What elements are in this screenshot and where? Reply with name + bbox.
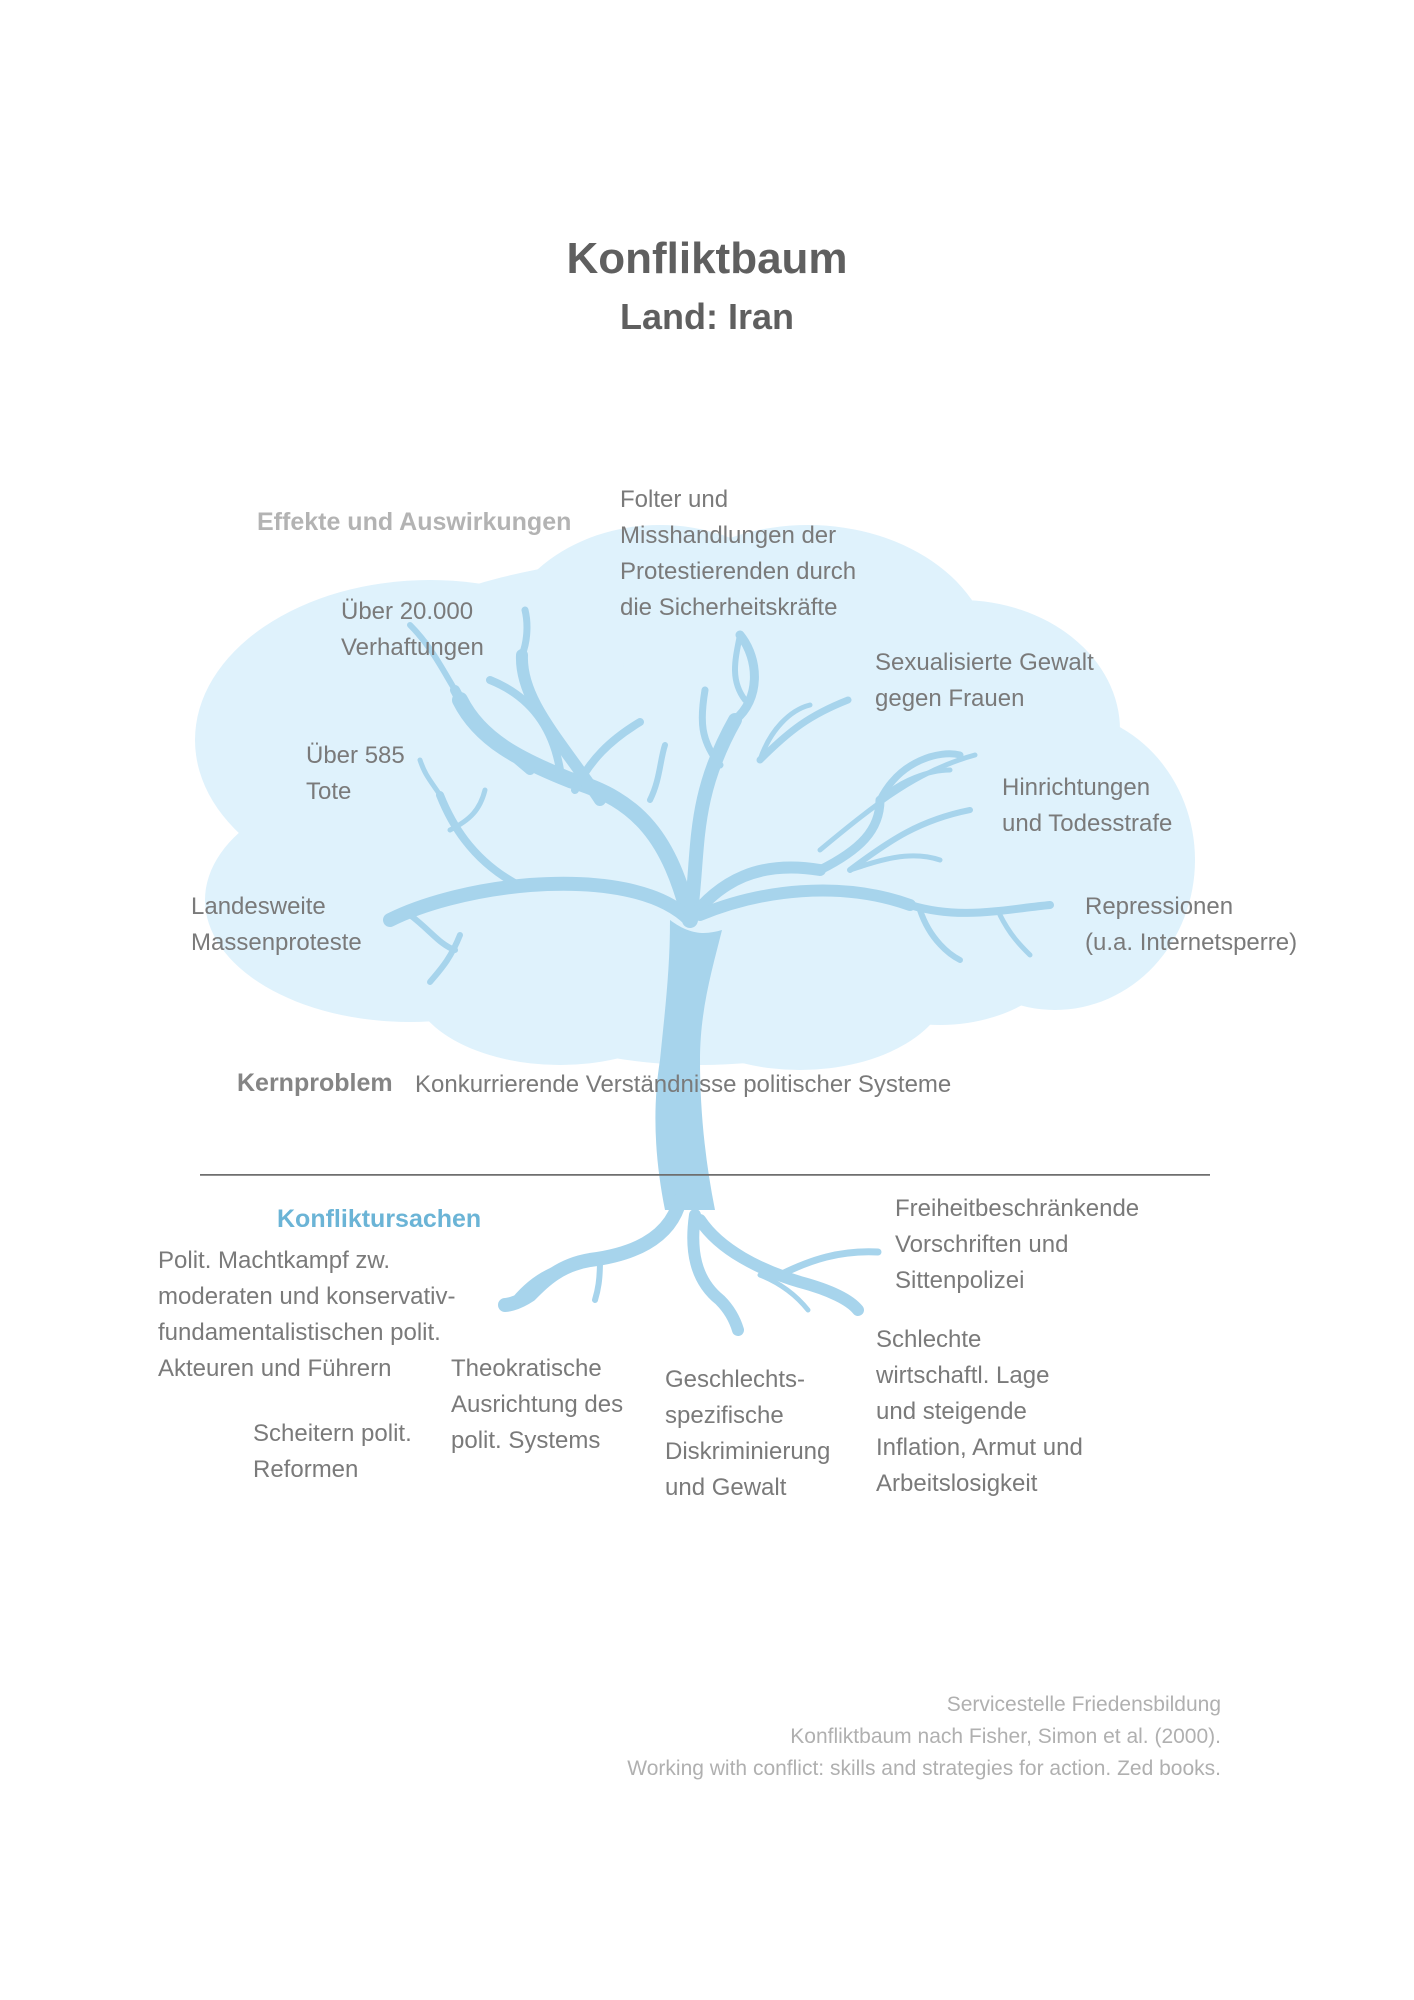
effect-label-deaths: Über 585 Tote (306, 742, 405, 805)
core-heading: Kernproblem (237, 1069, 393, 1097)
tree-crown (195, 525, 1195, 1070)
effect-label-executions: Hinrichtungen und Todesstrafe (1002, 774, 1173, 837)
tree-roots (498, 1193, 882, 1336)
causes-heading: Konfliktursachen (277, 1205, 482, 1233)
cause-label-failed-reforms: Scheitern polit. Reformen (253, 1420, 412, 1483)
cause-label-theocracy: Theokratische Ausrichtung des polit. Sys… (451, 1355, 624, 1454)
cause-label-economy: Schlechte wirtschaftl. Lage und steigend… (876, 1326, 1083, 1497)
effect-label-repressions: Repressionen (u.a. Internetsperre) (1085, 893, 1298, 956)
effect-label-arrests: Über 20.000 Verhaftungen (341, 598, 484, 661)
effects-heading: Effekte und Auswirkungen (257, 508, 572, 536)
cause-label-discrimination: Geschlechts- spezifische Diskriminierung… (665, 1366, 831, 1501)
ground-divider (200, 1174, 1210, 1175)
tree-trunk (655, 920, 722, 1210)
cause-label-power-struggle: Polit. Machtkampf zw. moderaten und kons… (158, 1247, 456, 1382)
effect-label-sexual-violence: Sexualisierte Gewalt gegen Frauen (875, 649, 1094, 712)
core-problem-text: Konkurrierende Verständnisse politischer… (415, 1071, 952, 1098)
cause-label-restrictions: Freiheitbeschränkende Vorschriften und S… (895, 1195, 1140, 1294)
effect-label-mass-protests: Landesweite Massenproteste (191, 893, 362, 956)
tree-branches (383, 606, 1054, 985)
credit-line-3: Working with conflict: skills and strate… (627, 1757, 1221, 1780)
page-title: Konfliktbaum (566, 234, 848, 283)
page-subtitle: Land: Iran (619, 296, 794, 337)
credit-line-2: Konfliktbaum nach Fisher, Simon et al. (… (790, 1725, 1221, 1748)
effect-label-torture: Folter und Misshandlungen der Protestier… (620, 486, 857, 621)
credit-line-1: Servicestelle Friedensbildung (946, 1693, 1221, 1716)
